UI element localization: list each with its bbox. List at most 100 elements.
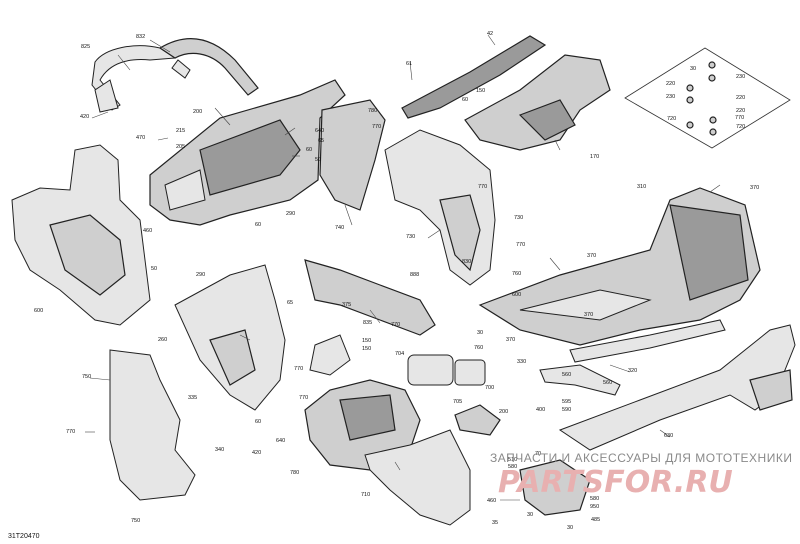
callout: 60 xyxy=(255,419,261,425)
callout: 630 xyxy=(664,433,673,439)
callout: 760 xyxy=(474,345,483,351)
callout: 330 xyxy=(517,359,526,365)
callout: 60 xyxy=(255,222,261,228)
callout: 220 xyxy=(736,108,745,114)
callout: 65 xyxy=(287,300,293,306)
callout: 770 xyxy=(391,322,400,328)
left-lower-panel-part xyxy=(109,349,196,501)
callout: 60 xyxy=(306,147,312,153)
callout: 320 xyxy=(628,368,637,374)
callout: 825 xyxy=(81,44,90,50)
callout: 830 xyxy=(462,259,471,265)
callout: 42 xyxy=(487,31,493,37)
callout: 150 xyxy=(362,346,371,352)
left-side-panel-part xyxy=(11,144,151,326)
callout: 760 xyxy=(512,271,521,277)
upper-rack-bar-part xyxy=(401,35,547,119)
callout: 580 xyxy=(590,496,599,502)
callout: 770 xyxy=(294,366,303,372)
callout: 720 xyxy=(736,124,745,130)
callout: 65 xyxy=(318,138,324,144)
callout: 310 xyxy=(637,184,646,190)
callout: 30 xyxy=(527,512,533,518)
callout: 290 xyxy=(286,211,295,217)
small-brackets-part xyxy=(309,334,501,436)
callout: 400 xyxy=(536,407,545,413)
callout: 770 xyxy=(299,395,308,401)
callout: 770 xyxy=(66,429,75,435)
callout: 780 xyxy=(290,470,299,476)
callout: 340 xyxy=(215,447,224,453)
callout: 740 xyxy=(335,225,344,231)
callout: 220 xyxy=(736,95,745,101)
center-fender-part xyxy=(319,99,386,211)
callout: 230 xyxy=(736,74,745,80)
callout: 420 xyxy=(80,114,89,120)
callout: 460 xyxy=(487,498,496,504)
hardware-inset xyxy=(624,47,791,149)
callout: 370 xyxy=(584,312,593,318)
callout: 580 xyxy=(508,464,517,470)
callout: 50 xyxy=(151,266,157,272)
callout: 950 xyxy=(590,504,599,510)
callout: 150 xyxy=(476,88,485,94)
callout: 710 xyxy=(361,492,370,498)
callout: 590 xyxy=(562,407,571,413)
callout: 70 xyxy=(535,451,541,457)
callout: 50 xyxy=(315,157,321,163)
callout: 370 xyxy=(506,337,515,343)
callout: 460 xyxy=(143,228,152,234)
callout: 150 xyxy=(362,338,371,344)
grab-handle-part xyxy=(91,38,259,113)
front-fascia-part xyxy=(149,79,346,226)
callout: 35 xyxy=(492,520,498,526)
callout: 832 xyxy=(136,34,145,40)
callout: 370 xyxy=(587,253,596,259)
callout: 700 xyxy=(485,385,494,391)
callout: 30 xyxy=(477,330,483,336)
right-fender-part xyxy=(384,129,496,286)
lower-frame-part xyxy=(569,319,726,363)
callout: 420 xyxy=(252,450,261,456)
rear-rack-part xyxy=(478,187,761,346)
callout: 770 xyxy=(372,124,381,130)
rear-bumper-part xyxy=(558,324,796,451)
callout: 510 xyxy=(508,457,517,463)
callout: 230 xyxy=(666,94,675,100)
callout: 470 xyxy=(136,135,145,141)
hood-panel-part xyxy=(304,379,471,526)
callout: 595 xyxy=(562,399,571,405)
callout: 640 xyxy=(315,128,324,134)
console-part xyxy=(304,259,436,336)
callout: 704 xyxy=(395,351,404,357)
callout-labels: 825 832 420 470 215 205 200 640 65 60 50… xyxy=(34,31,759,531)
callout: 770 xyxy=(735,115,744,121)
watermark: ЗАПЧАСТИ И АКСЕССУАРЫ ДЛЯ МОТОТЕХНИКИ PA… xyxy=(490,451,792,500)
callout: 200 xyxy=(499,409,508,415)
diagram-id: 31T20470 xyxy=(8,533,40,540)
callout: 750 xyxy=(131,518,140,524)
callout: 375 xyxy=(342,302,351,308)
callout: 335 xyxy=(188,395,197,401)
callout: 560 xyxy=(562,372,571,378)
callout: 770 xyxy=(478,184,487,190)
callout: 30 xyxy=(567,525,573,531)
callout: 260 xyxy=(158,337,167,343)
callout: 61 xyxy=(406,61,412,67)
callout: 705 xyxy=(453,399,462,405)
front-bracket-part xyxy=(464,54,611,151)
callout: 750 xyxy=(82,374,91,380)
callout: 730 xyxy=(406,234,415,240)
callout: 560 xyxy=(603,380,612,386)
rear-crossmember-part xyxy=(519,364,621,516)
callout: 600 xyxy=(34,308,43,314)
callout: 835 xyxy=(363,320,372,326)
callout: 200 xyxy=(193,109,202,115)
callout: 600 xyxy=(512,292,521,298)
callout: 780 xyxy=(368,108,377,114)
callout: 370 xyxy=(750,185,759,191)
callout: 60 xyxy=(462,97,468,103)
callout: 640 xyxy=(276,438,285,444)
leader-lines xyxy=(85,34,721,501)
